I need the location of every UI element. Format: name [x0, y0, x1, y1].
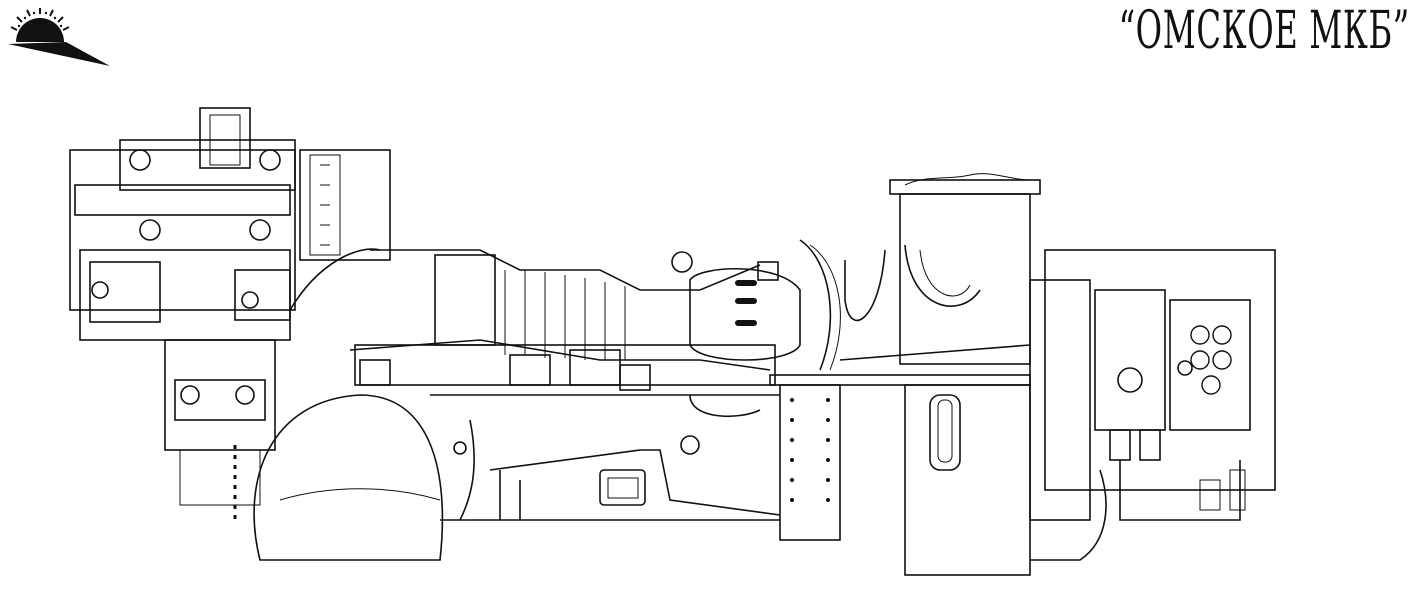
air-intake-housing [253, 248, 444, 561]
gearbox-assembly [69, 107, 391, 520]
fuel-control-unit [1030, 249, 1276, 561]
combustion-chamber [671, 239, 841, 371]
company-name: “ОМСКОЕ МКБ” [1118, 1, 1410, 61]
rising-sun-emblem-icon [8, 8, 110, 66]
turbine-exhaust [769, 173, 1091, 576]
lower-casing-piping [430, 394, 781, 521]
compressor-section [349, 249, 776, 391]
